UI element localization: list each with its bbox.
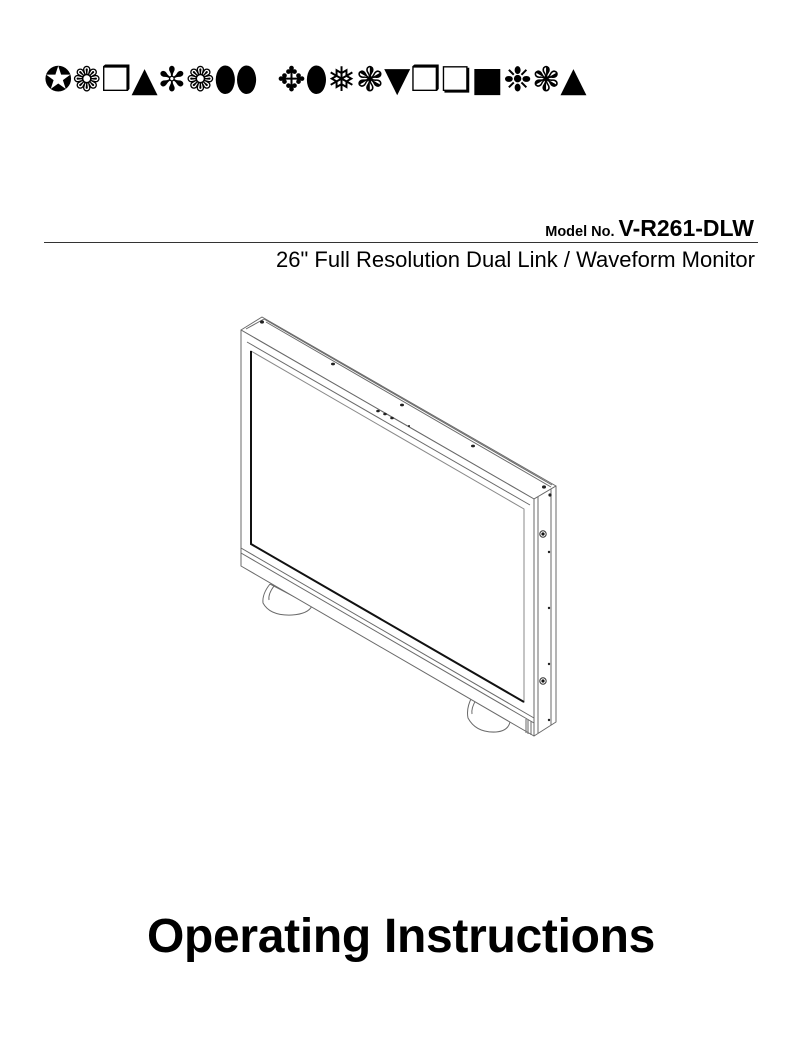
brand-word-2: ✥⬮❅❃▼❒❏■❉❃▲ [277,60,587,100]
model-number: V-R261-DLW [618,215,754,241]
header-divider [44,242,758,243]
brand-word-1: ✪❁❒▲✼❁⬮⬮ [44,60,258,100]
product-subtitle: 26" Full Resolution Dual Link / Waveform… [276,247,755,272]
brand-dingbat-logo: ✪❁❒▲✼❁⬮⬮ ✥⬮❅❃▼❒❏■❉❃▲ [44,58,586,102]
model-line: Model No.V-R261-DLW [545,214,754,246]
model-label: Model No. [545,224,615,240]
left-foot-icon [262,583,313,616]
document-title: Operating Instructions [146,910,656,963]
right-foot-icon [467,696,511,733]
screen-area [250,350,525,703]
